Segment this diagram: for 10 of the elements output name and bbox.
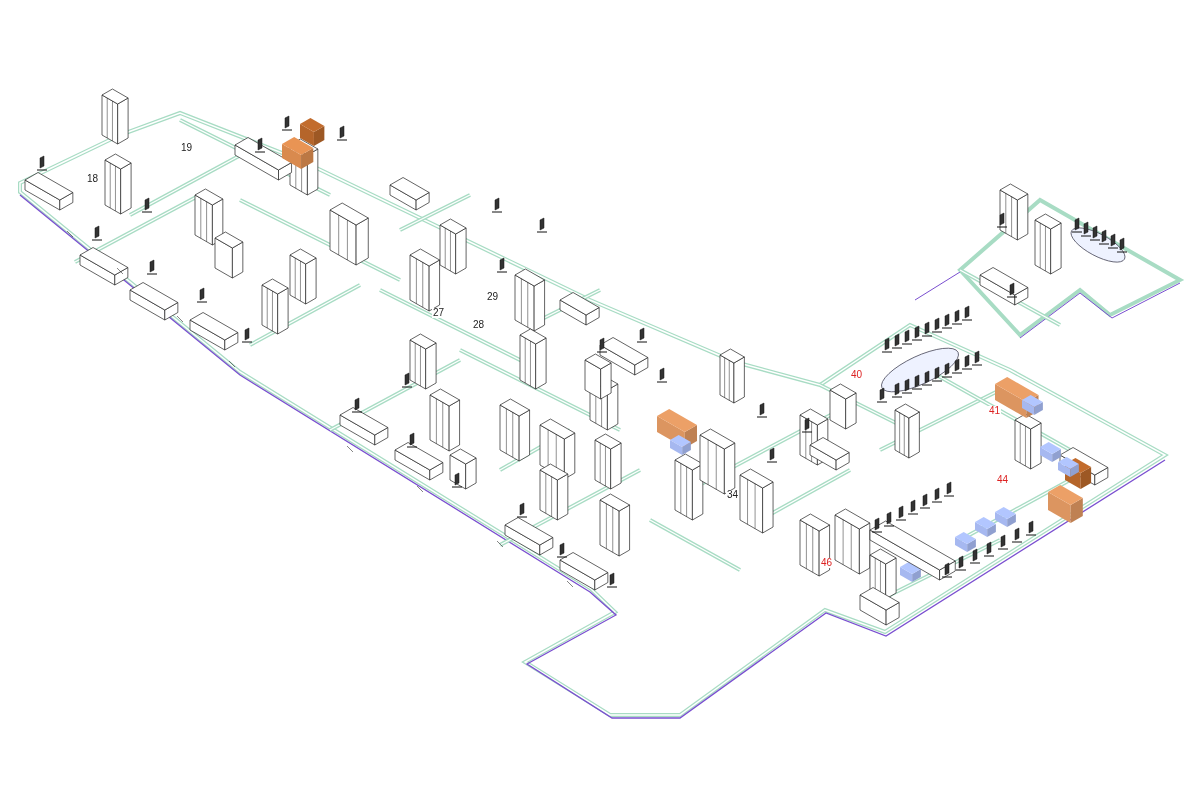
room-number: 27 xyxy=(432,308,446,318)
room-number: 28 xyxy=(472,320,486,330)
room-number: 34 xyxy=(726,490,740,500)
room-number: 41 xyxy=(988,406,1002,416)
room-number: 40 xyxy=(850,370,864,380)
room-number: 44 xyxy=(996,475,1010,485)
room-number: 19 xyxy=(180,143,194,153)
room-number: 18 xyxy=(86,174,100,184)
room-number: 29 xyxy=(486,292,500,302)
room-number: 46 xyxy=(820,558,834,568)
